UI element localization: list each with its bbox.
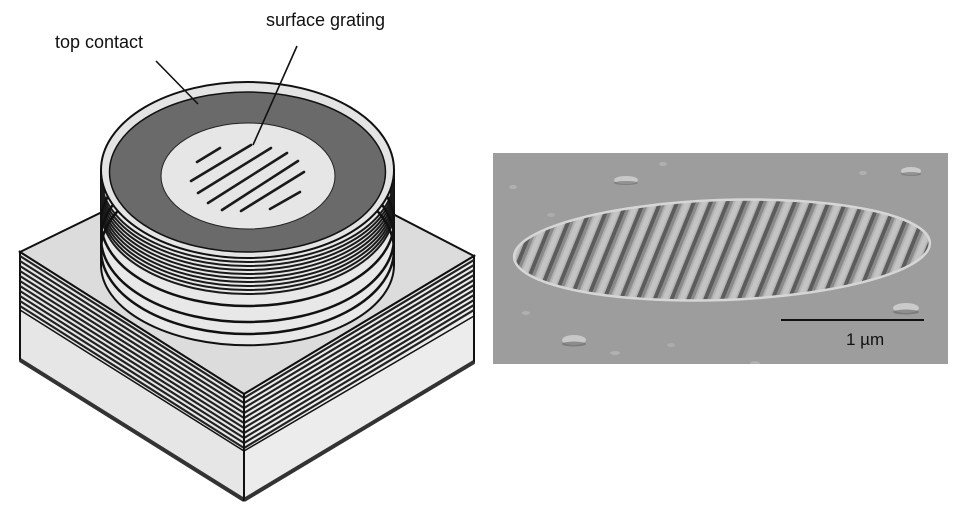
aperture-disk bbox=[160, 122, 336, 230]
pillar-layers bbox=[101, 170, 394, 336]
vcsel-schematic bbox=[17, 45, 477, 502]
surface-particles bbox=[509, 162, 921, 364]
sem-micrograph bbox=[493, 153, 948, 364]
left-face-layers bbox=[20, 255, 244, 449]
sem-image bbox=[493, 153, 948, 364]
surface-grating-label: surface grating bbox=[266, 10, 386, 30]
scale-bar-label: 1 µm bbox=[846, 330, 885, 349]
right-face-layers bbox=[244, 259, 474, 449]
top-contact-leader bbox=[155, 60, 199, 105]
top-contact-label: top contact bbox=[55, 32, 144, 52]
surface-grating-leader bbox=[252, 45, 298, 146]
surface-grating-lines bbox=[189, 143, 306, 213]
